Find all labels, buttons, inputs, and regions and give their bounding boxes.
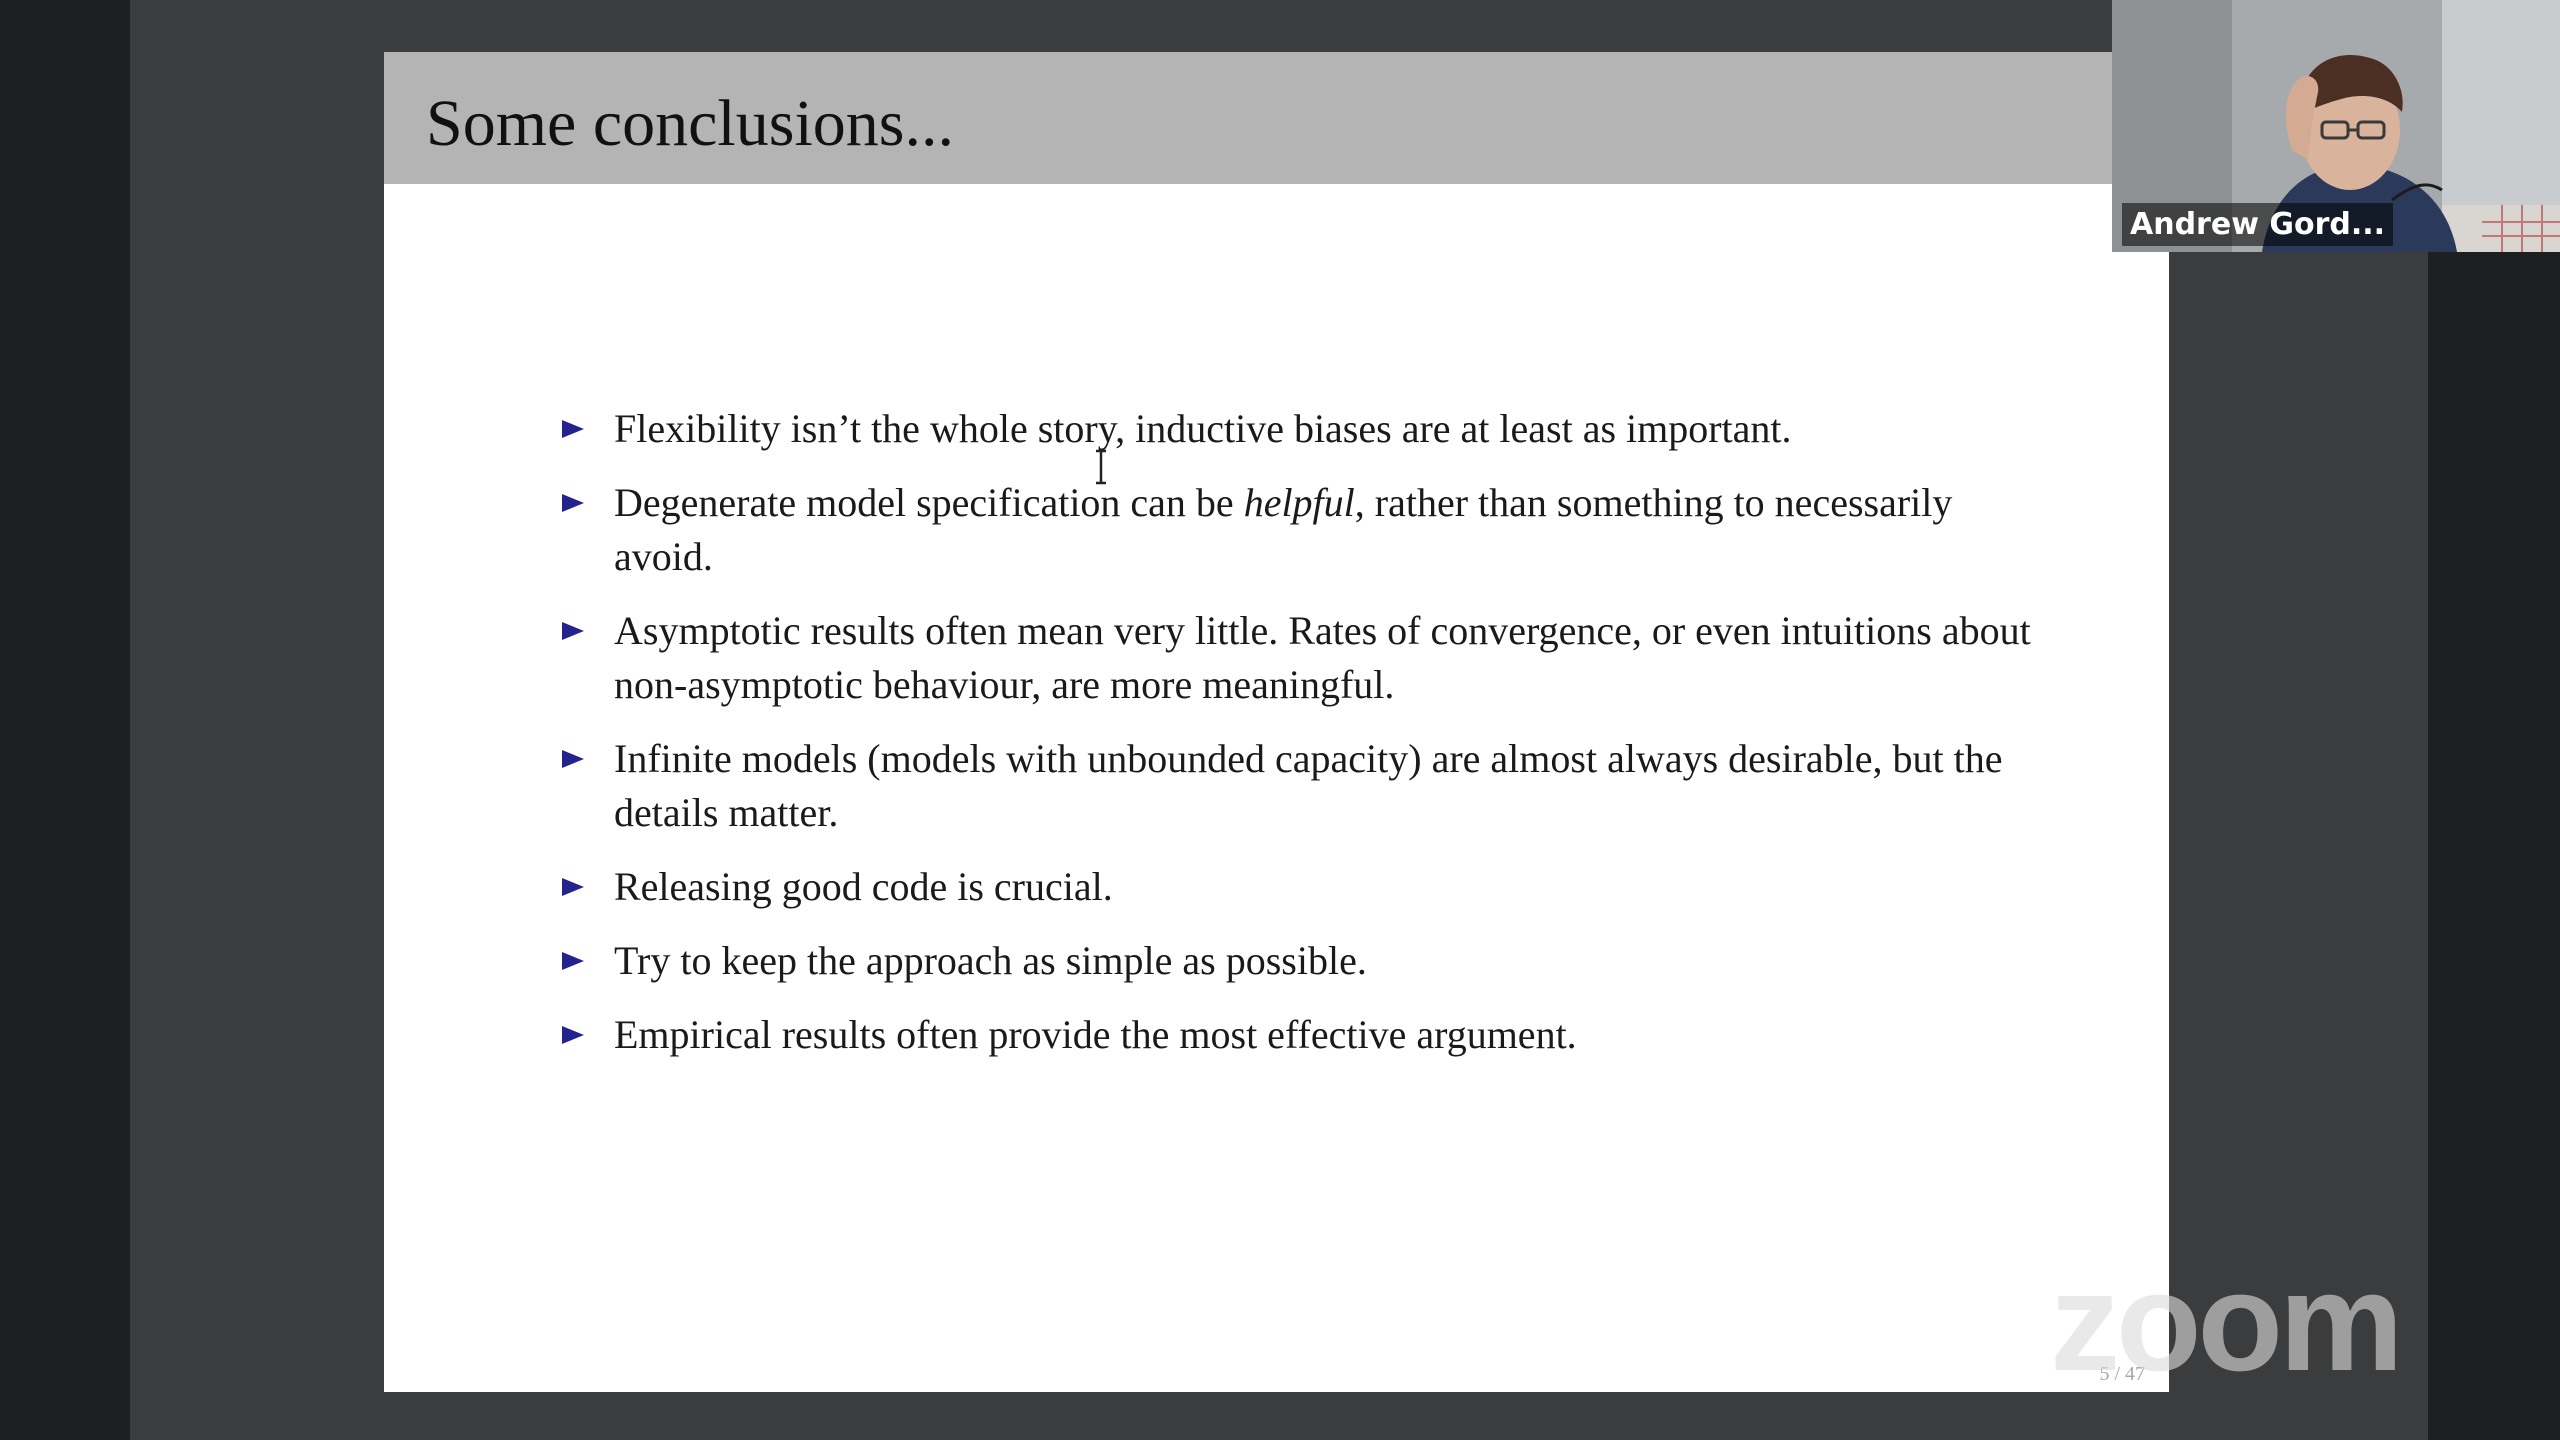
triangle-right-icon bbox=[562, 476, 592, 530]
bullet-item: Infinite models (models with unbounded c… bbox=[562, 732, 2032, 840]
bullet-text: Flexibility isn’t the whole story, induc… bbox=[614, 406, 1792, 451]
triangle-right-icon bbox=[562, 1008, 592, 1062]
triangle-right-icon bbox=[562, 934, 592, 988]
participant-video-tile[interactable]: Andrew Gord... bbox=[2112, 0, 2560, 252]
bullet-text: Empirical results often provide the most… bbox=[614, 1012, 1577, 1057]
slide-title: Some conclusions... bbox=[426, 87, 954, 160]
slide-header: Some conclusions... bbox=[384, 52, 2169, 184]
bullet-list: Flexibility isn’t the whole story, induc… bbox=[562, 402, 2032, 1082]
bullet-item: Degenerate model specification can be he… bbox=[562, 476, 2032, 584]
bullet-text: Infinite models (models with unbounded c… bbox=[614, 736, 2003, 835]
triangle-right-icon bbox=[562, 402, 592, 456]
zoom-logo-watermark: zoom bbox=[2050, 1243, 2404, 1400]
triangle-right-icon bbox=[562, 860, 592, 914]
triangle-right-icon bbox=[562, 604, 592, 658]
bullet-text: Asymptotic results often mean very littl… bbox=[614, 608, 2031, 707]
triangle-right-icon bbox=[562, 732, 592, 786]
slide-page-number: 5 / 47 bbox=[2099, 1363, 2145, 1385]
bullet-emphasis: helpful bbox=[1243, 480, 1355, 525]
bullet-item: Empirical results often provide the most… bbox=[562, 1008, 2032, 1062]
bullet-text-after: , rather than something to necessarily a… bbox=[614, 480, 1953, 579]
bullet-text: Try to keep the approach as simple as po… bbox=[614, 938, 1367, 983]
participant-name-label: Andrew Gord... bbox=[2122, 203, 2394, 246]
bullet-item: Asymptotic results often mean very littl… bbox=[562, 604, 2032, 712]
bullet-text: Degenerate model specification can be bbox=[614, 480, 1244, 525]
bullet-item: Flexibility isn’t the whole story, induc… bbox=[562, 402, 2032, 456]
text-cursor-icon bbox=[1094, 449, 1108, 485]
bullet-item: Releasing good code is crucial. bbox=[562, 860, 2032, 914]
bullet-text: Releasing good code is crucial. bbox=[614, 864, 1113, 909]
bullet-item: Try to keep the approach as simple as po… bbox=[562, 934, 2032, 988]
presentation-slide: Some conclusions... Flexibility isn’t th… bbox=[384, 52, 2169, 1392]
